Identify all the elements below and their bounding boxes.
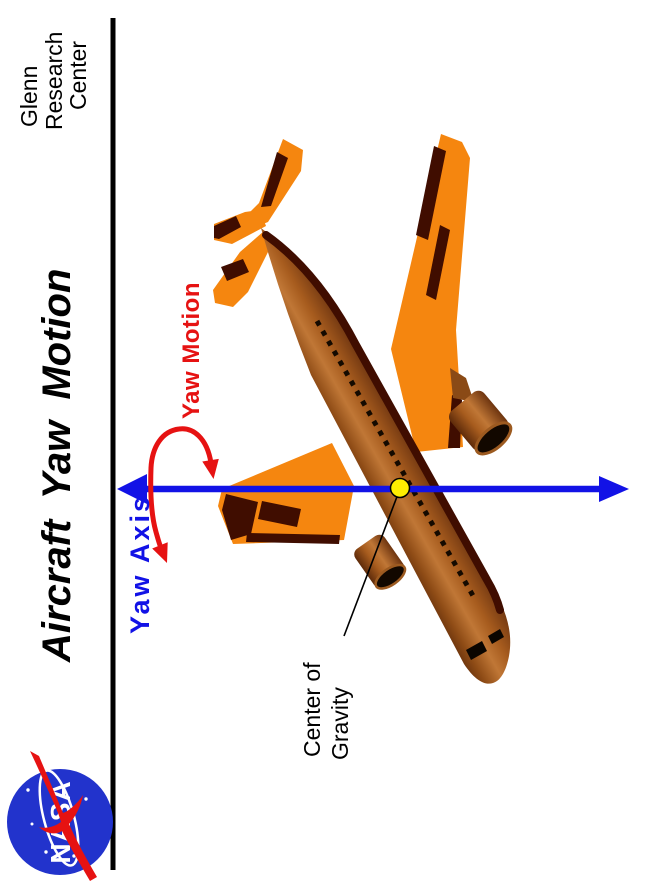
tail-stab-upper-stripe — [214, 216, 241, 239]
nasa-logo-star — [84, 797, 88, 801]
nasa-logo-star — [44, 850, 48, 854]
page-title: Aircraft Yaw Motion — [35, 269, 79, 663]
near-wing-spoiler — [258, 501, 301, 527]
org-line-1: Glenn — [16, 66, 42, 127]
yaw-motion-label: Yaw Motion — [178, 282, 205, 419]
yaw-axis-label: Yaw Axis — [125, 494, 155, 634]
cockpit-window-2 — [488, 629, 504, 644]
nasa-logo-swoosh — [30, 751, 97, 881]
org-name-block: Glenn Research Center — [16, 32, 91, 130]
fuselage — [261, 228, 511, 684]
cg-label-block: Center of Gravity — [299, 662, 353, 760]
nasa-logo-star — [26, 788, 30, 792]
yaw-motion-arrow — [148, 426, 219, 563]
aircraft-far-engine — [448, 368, 513, 456]
nasa-logo-sphere — [7, 769, 113, 875]
near-wing-tip-stripe — [222, 494, 258, 540]
cockpit-window-1 — [466, 641, 487, 660]
cabin-windows — [314, 319, 479, 603]
tail-fin-stripe — [261, 152, 288, 207]
yaw-axis-arrowhead-right — [599, 476, 629, 502]
cg-dot — [389, 477, 411, 499]
org-line-3: Center — [65, 41, 91, 110]
far-engine-pylon — [450, 368, 474, 402]
near-engine-inlet — [374, 563, 407, 590]
near-wing-trailing-stripe — [246, 533, 340, 544]
nasa-logo-star — [30, 822, 34, 826]
aircraft-illustration — [213, 134, 513, 684]
cg-label-line-1: Center of — [299, 662, 325, 757]
yaw-axis-arrowhead-left — [117, 474, 147, 504]
nasa-logo: NASA — [7, 751, 113, 881]
nasa-logo-star — [72, 854, 76, 858]
far-wing-stripe-2 — [426, 225, 450, 300]
tail-stab-lower-stripe — [221, 259, 249, 281]
far-engine-inlet — [474, 421, 513, 456]
org-line-2: Research — [41, 32, 67, 130]
cg-pointer-line — [343, 493, 399, 637]
aircraft-far-wing — [391, 134, 470, 452]
cg-label-line-2: Gravity — [327, 687, 353, 760]
title-rule-line — [110, 18, 116, 870]
aircraft-near-wing — [218, 443, 354, 544]
fuselage-stripe — [262, 231, 504, 614]
yaw-axis-arrow — [117, 474, 629, 504]
aircraft-tail — [213, 139, 303, 307]
far-wing-stripe-1 — [416, 146, 446, 240]
